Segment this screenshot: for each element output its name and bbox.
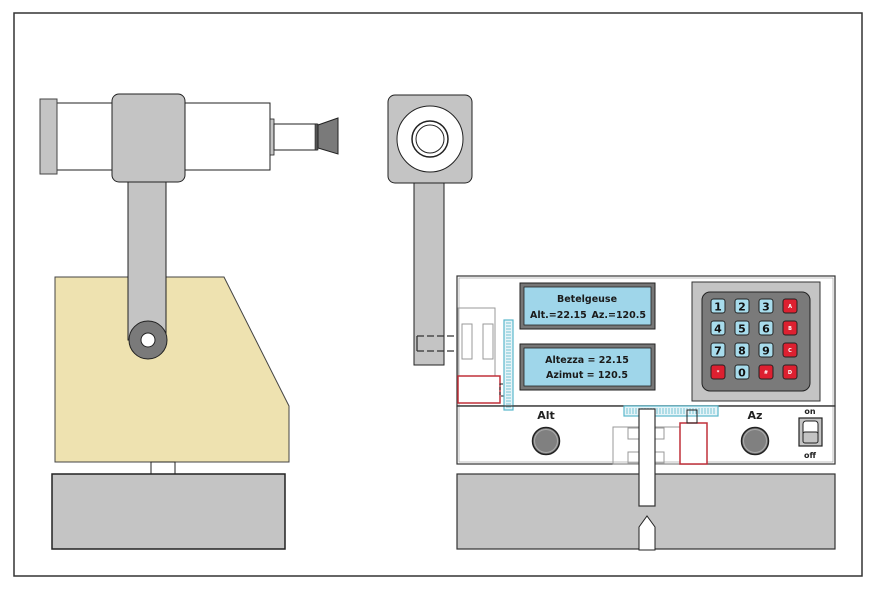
key-cap [758, 320, 774, 336]
objective-cap [39, 98, 58, 175]
side-ground-block [51, 473, 286, 550]
az-gear [623, 405, 719, 417]
front-view [387, 94, 512, 366]
key-cap [710, 320, 726, 336]
az-motor-shaft [686, 409, 698, 424]
alt-knob-label: Alt [537, 409, 555, 422]
key-cap [734, 298, 750, 314]
alt-gear [503, 319, 514, 411]
key-label: A [788, 304, 792, 310]
key-cap [710, 298, 726, 314]
key-label: C [788, 348, 792, 354]
lcd-bottom-line1: Altezza = 22.15 [545, 355, 629, 366]
pivot-hole [140, 332, 156, 348]
key-0[interactable]: 0 [734, 364, 750, 380]
key-label: 9 [762, 345, 770, 358]
az-gear-body [623, 405, 719, 417]
tube-clamp [111, 93, 186, 183]
lcd-top-line2-right: Az.=120.5 [592, 310, 647, 321]
az-pivot-post [638, 515, 656, 551]
key-label: 7 [714, 345, 722, 358]
key-cap [782, 320, 798, 336]
key-cap [782, 298, 798, 314]
key-label: D [788, 370, 792, 376]
switch-off-label: off [804, 451, 816, 460]
key-label: 5 [738, 323, 746, 336]
key-cap [734, 342, 750, 358]
key-label: * [717, 370, 720, 376]
key-cap [758, 342, 774, 358]
key-cap [782, 364, 798, 380]
key-5[interactable]: 5 [734, 320, 750, 336]
side-arm [127, 179, 167, 341]
base-neck [150, 461, 176, 475]
key-label: 8 [738, 345, 746, 358]
lcd-top-line2-left: Alt.=22.15 [530, 310, 587, 321]
key-cap [710, 364, 726, 380]
key-label: 3 [762, 301, 770, 314]
key-B[interactable]: B [782, 320, 798, 336]
lcd-top-line1: Betelgeuse [557, 294, 617, 305]
key-cap [734, 320, 750, 336]
key-A[interactable]: A [782, 298, 798, 314]
key-star[interactable]: * [710, 364, 726, 380]
alt-bearing-1 [461, 323, 473, 360]
fork-base [54, 276, 290, 463]
switch-on-label: on [804, 407, 815, 416]
keypad-keys: 1 2 3 A 4 5 6 B 7 8 9 C * 0 # D [710, 298, 798, 380]
alt-bearing-2 [482, 323, 494, 360]
front-arm [413, 181, 445, 366]
key-label: 0 [738, 367, 746, 380]
key-cap [758, 364, 774, 380]
lcd-bottom-screen [523, 347, 652, 387]
eyepiece-barrel [273, 123, 318, 151]
key-label: 4 [714, 323, 722, 336]
key-label: 2 [738, 301, 746, 314]
key-6[interactable]: 6 [758, 320, 774, 336]
az-knob-rim [743, 429, 767, 453]
key-8[interactable]: 8 [734, 342, 750, 358]
power-switch-rocker-lower [802, 431, 819, 444]
eyecup [317, 117, 339, 155]
key-3[interactable]: 3 [758, 298, 774, 314]
key-label: # [764, 370, 768, 376]
focuser-ring [269, 118, 275, 156]
alt-motor [457, 375, 501, 404]
az-motor [679, 422, 708, 465]
key-2[interactable]: 2 [734, 298, 750, 314]
az-knob[interactable] [740, 426, 770, 456]
lcd-bottom-line2: Azimut = 120.5 [546, 370, 628, 381]
key-4[interactable]: 4 [710, 320, 726, 336]
alt-knob[interactable] [531, 426, 561, 456]
key-9[interactable]: 9 [758, 342, 774, 358]
key-C[interactable]: C [782, 342, 798, 358]
az-shaft [638, 408, 656, 507]
key-label: 1 [714, 301, 722, 314]
key-7[interactable]: 7 [710, 342, 726, 358]
az-knob-label: Az [748, 409, 763, 422]
key-cap [710, 342, 726, 358]
side-view [39, 93, 339, 550]
key-label: 6 [762, 323, 770, 336]
lens-ring-inner [415, 124, 445, 154]
key-cap [758, 298, 774, 314]
key-label: B [788, 326, 792, 332]
key-cap [734, 364, 750, 380]
alt-knob-rim [534, 429, 558, 453]
key-hash[interactable]: # [758, 364, 774, 380]
controller: Betelgeuse Alt.=22.15 Az.=120.5 Altezza … [456, 275, 836, 551]
lcd-top-screen [523, 286, 652, 326]
key-cap [782, 342, 798, 358]
key-D[interactable]: D [782, 364, 798, 380]
key-1[interactable]: 1 [710, 298, 726, 314]
